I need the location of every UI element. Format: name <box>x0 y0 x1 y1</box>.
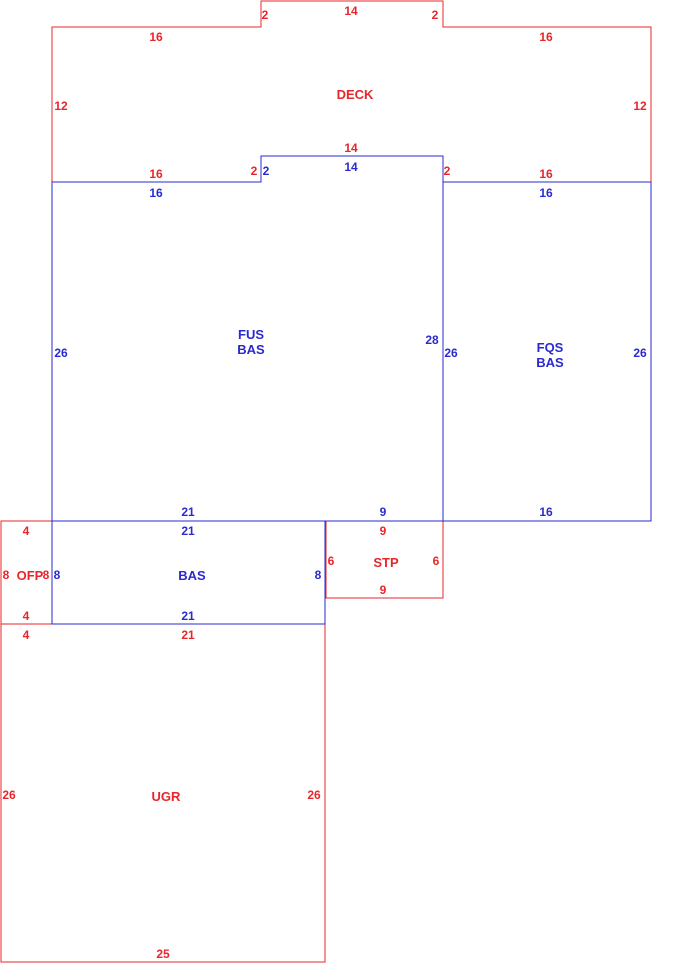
deck-dim-top-step-left: 2 <box>262 8 269 22</box>
fqs-bas-dim-right: 26 <box>633 346 647 360</box>
stp-label: STP <box>373 555 399 570</box>
fus-bas-label-line1: FUS <box>238 327 264 342</box>
ugr-label: UGR <box>152 789 182 804</box>
ofp-outline <box>0 520 52 625</box>
deck-dim-bottom-step-center: 14 <box>344 141 358 155</box>
ofp-label: OFP <box>17 568 44 583</box>
fqs-bas-dim-left: 26 <box>444 346 458 360</box>
deck-dim-top-step-center: 14 <box>344 4 358 18</box>
stp-area: STP 9 6 6 9 <box>325 521 444 599</box>
bas-area: BAS 21 8 8 21 <box>51 520 326 625</box>
stp-dim-top: 9 <box>380 524 387 538</box>
ofp-dim-bottom: 4 <box>23 609 30 623</box>
fus-bas-label-line2: BAS <box>237 342 265 357</box>
ugr-dim-bottom: 25 <box>156 947 170 961</box>
ugr-dim-right: 26 <box>307 788 321 802</box>
stp-dim-right: 6 <box>433 554 440 568</box>
ofp-dim-right: 8 <box>43 568 50 582</box>
ofp-area: OFP 4 8 8 4 <box>0 520 52 625</box>
deck-dim-bottom-left: 16 <box>149 167 163 181</box>
deck-label: DECK <box>337 87 374 102</box>
bas-dim-bottom: 21 <box>181 609 195 623</box>
deck-dim-side-right: 12 <box>633 99 647 113</box>
bas-dim-top: 21 <box>181 524 195 538</box>
ugr-outline <box>0 624 326 963</box>
deck-dim-bottom-right: 16 <box>539 167 553 181</box>
deck-dim-bottom-step-right: 2 <box>444 164 451 178</box>
ofp-dim-top: 4 <box>23 524 30 538</box>
fqs-bas-label-line2: BAS <box>536 355 564 370</box>
fus-bas-dim-left: 26 <box>54 346 68 360</box>
deck-area: DECK 2 14 2 16 16 12 12 16 2 14 2 16 <box>51 0 652 182</box>
fqs-bas-label-line1: FQS <box>537 340 564 355</box>
fus-bas-dim-top-center: 14 <box>344 160 358 174</box>
fqs-bas-outline <box>443 181 652 522</box>
deck-dim-top-step-right: 2 <box>432 8 439 22</box>
ugr-area: UGR 4 21 26 26 25 <box>0 624 326 963</box>
fqs-bas-dim-top: 16 <box>539 186 553 200</box>
ofp-dim-left: 8 <box>3 568 10 582</box>
fqs-bas-dim-bottom: 16 <box>539 505 553 519</box>
ugr-dim-top: 21 <box>181 628 195 642</box>
deck-dim-bottom-step-left: 2 <box>251 164 258 178</box>
deck-dim-top-right: 16 <box>539 30 553 44</box>
deck-dim-top-left: 16 <box>149 30 163 44</box>
deck-dim-side-left: 12 <box>54 99 68 113</box>
fqs-bas-area: FQS BAS 16 26 26 16 <box>443 181 652 522</box>
bas-dim-right: 8 <box>315 568 322 582</box>
stp-dim-left: 6 <box>328 554 335 568</box>
fus-bas-dim-bottom-right: 9 <box>380 505 387 519</box>
fus-bas-area: FUS BAS 16 2 14 28 26 21 9 <box>51 155 444 522</box>
ugr-dim-left: 26 <box>2 788 16 802</box>
deck-outline <box>51 0 652 182</box>
fus-bas-dim-bottom-left: 21 <box>181 505 195 519</box>
fus-bas-dim-top-left: 16 <box>149 186 163 200</box>
bas-dim-left: 8 <box>54 568 61 582</box>
stp-dim-bottom: 9 <box>380 583 387 597</box>
bas-label: BAS <box>178 568 206 583</box>
stp-outline <box>325 521 444 599</box>
fus-bas-dim-right: 28 <box>425 333 439 347</box>
ugr-dim-top-left: 4 <box>23 628 30 642</box>
bas-outline <box>51 520 326 625</box>
fus-bas-dim-top-step-left: 2 <box>263 164 270 178</box>
